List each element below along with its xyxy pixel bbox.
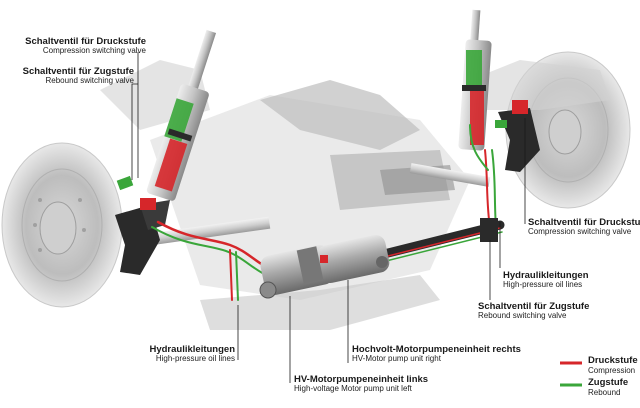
hydraulic-lines: [151, 124, 505, 301]
legend-label-en: Rebound: [588, 388, 621, 397]
label-de: Schaltventil für Druckstufe: [528, 217, 640, 228]
label-en: High-pressure oil lines: [155, 354, 235, 364]
label-left-rebound-valve: Schaltventil für Zugstufe Rebound switch…: [22, 66, 135, 86]
hv-motor-pump-units: [259, 234, 390, 299]
label-bottom-oil-lines: Hydraulikleitungen High-pressure oil lin…: [149, 344, 235, 364]
label-right-compression-valve: Schaltventil für Druckstufe Compression …: [528, 217, 640, 237]
label-right-rebound-valve: Schaltventil für Zugstufe Rebound switch…: [478, 301, 590, 321]
label-en: Rebound switching valve: [478, 311, 567, 321]
label-de: HV-Motorpumpeneinheit links: [294, 374, 429, 385]
left-brake-disc: [1, 142, 123, 308]
label-de: Hydraulikleitungen: [149, 344, 235, 355]
label-pump-unit-left: HV-Motorpumpeneinheit links High-voltage…: [294, 374, 429, 394]
right-shock-absorber: [458, 9, 492, 151]
left-knuckle: [115, 175, 170, 275]
label-en: High-pressure oil lines: [503, 280, 583, 290]
legend-rebound: Zugstufe Rebound: [588, 377, 628, 397]
legend-label-de: Zugstufe: [588, 377, 629, 388]
leader-lines: [131, 52, 526, 383]
label-de: Hydraulikleitungen: [503, 270, 589, 281]
label-en: Compression switching valve: [42, 46, 146, 56]
legend-compression: Druckstufe Compression: [588, 355, 638, 375]
legend-label-en: Compression: [588, 366, 636, 375]
label-de: Hochvolt-Motorpumpeneinheit rechts: [352, 344, 521, 355]
label-de: Schaltventil für Zugstufe: [22, 66, 134, 77]
legend-label-de: Druckstufe: [588, 355, 638, 366]
label-en: High-voltage Motor pump unit left: [294, 384, 412, 394]
label-de: Schaltventil für Zugstufe: [478, 301, 590, 312]
label-de: Schaltventil für Druckstufe: [25, 36, 146, 47]
label-en: HV-Motor pump unit right: [352, 354, 441, 364]
label-en: Compression switching valve: [528, 227, 632, 237]
label-en: Rebound switching valve: [45, 76, 135, 86]
right-knuckle: [495, 100, 540, 172]
label-right-oil-lines: Hydraulikleitungen High-pressure oil lin…: [503, 270, 589, 290]
label-pump-unit-right: Hochvolt-Motorpumpeneinheit rechts HV-Mo…: [352, 344, 521, 364]
label-left-compression-valve: Schaltventil für Druckstufe Compression …: [25, 36, 146, 56]
left-shock-absorber: [146, 29, 217, 201]
